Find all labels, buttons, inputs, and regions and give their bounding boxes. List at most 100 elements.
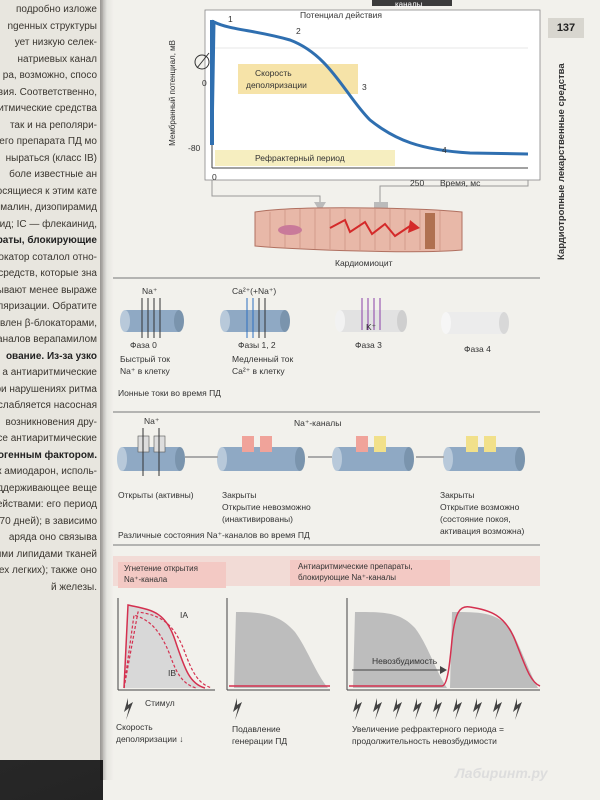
phase0-arrows	[141, 298, 161, 338]
phase0-ion: Na⁺	[142, 286, 158, 296]
cylinder-phase12	[220, 310, 290, 332]
left-text-line: средств, которые зна	[0, 268, 97, 279]
state1-label-1: Открыты (активны)	[118, 490, 194, 500]
box-inhibit	[118, 562, 226, 588]
speed-label-2: деполяризации ↓	[116, 734, 184, 744]
left-text-line: босящиеся к этим кате	[0, 185, 97, 197]
left-text-line: могенным фактором.	[0, 449, 97, 461]
phase4-label-1: Фаза 4	[464, 344, 491, 354]
ion-caption: Ионные токи во время ПД	[118, 388, 221, 398]
electrode-left	[314, 202, 326, 212]
nonexcit-label: Невозбудимость	[372, 656, 438, 666]
y-tick-minus80: -80	[188, 143, 201, 153]
panel2-area	[234, 612, 328, 688]
page-number: 137	[548, 18, 584, 38]
na-channels-label: Na⁺-каналы	[294, 418, 342, 428]
header-bar	[372, 0, 452, 6]
watermark: Лабиринт.ру	[455, 765, 548, 781]
y-tick-0: 0	[202, 78, 207, 88]
left-text-line: слабляется насосная	[0, 400, 97, 411]
panel3-curve	[349, 605, 541, 687]
left-text-line: боле известные ан	[9, 169, 97, 180]
left-text-line: каналов верапамилом	[0, 334, 97, 345]
channel-state-resting	[443, 436, 525, 471]
left-text-line: ех легких); также оно	[0, 565, 97, 576]
channel-caption: Различные состояния Na⁺-каналов во время…	[118, 530, 310, 540]
channel-state-inactivated	[217, 436, 305, 471]
excitation-arrow	[329, 218, 411, 238]
left-text-line: а антиаритмические	[2, 367, 97, 378]
suppr-label-2: генерации ПД	[232, 736, 288, 746]
box1-line2: Na⁺-канала	[124, 575, 168, 584]
stimulus-icon-1	[124, 698, 133, 720]
nonexcit-arrowhead	[440, 666, 447, 674]
left-text-line: -70 дней); в зависимо	[0, 515, 97, 527]
panel3-area-2	[450, 612, 538, 688]
left-text-line: блокатор соталол отно-	[0, 251, 97, 263]
box1-line1: Угнетение открытия	[124, 564, 198, 573]
x-axis-label: Время, мс	[440, 178, 481, 188]
left-text-line: его препарата ПД мо	[0, 136, 97, 147]
lead-left	[211, 180, 321, 202]
excitation-arrowhead	[408, 220, 420, 233]
channel-state-open	[117, 428, 185, 476]
left-text-line: так и на реполяри-	[9, 119, 97, 131]
state2-label-2: Открытие невозможно	[222, 502, 311, 512]
left-text-line: ходдерживающее веще	[0, 482, 97, 494]
panel1-curve-normal	[123, 604, 206, 689]
left-text-line: ует низкую селек-	[14, 37, 97, 48]
left-text-line: ляризации. Обратите	[0, 301, 97, 312]
left-text-line: подробно изложе	[15, 4, 97, 15]
left-text-line: при нарушениях ритма	[0, 383, 97, 395]
gauge-icon	[194, 54, 210, 70]
left-text-line: й железы.	[50, 581, 97, 593]
box2-line2: блокирующие Na⁺-каналы	[298, 573, 397, 582]
panel1-curve-ia	[123, 611, 213, 689]
refract-label-2: продолжительность невозбудимости	[352, 736, 497, 746]
chart-title: Потенциал действия	[300, 10, 382, 20]
refractory-box	[215, 150, 395, 166]
left-text-line: к амиодарон, исполь-	[0, 466, 97, 477]
state3-label-1: Закрыты	[440, 490, 475, 500]
phase-label-2: 2	[296, 26, 301, 36]
left-text-line: влен β-блокаторами,	[0, 317, 97, 329]
left-text-line: ействами: его период	[0, 499, 97, 510]
lead-right	[379, 180, 529, 202]
phase0-label-3: Na⁺ в клетку	[120, 366, 170, 376]
cardiomyocyte	[254, 207, 463, 253]
phase12-label-1: Фазы 1, 2	[238, 340, 276, 350]
left-text-line: ими липидами тканей	[0, 548, 97, 560]
panel1-curve-ib	[123, 614, 197, 689]
refractory-label: Рефрактерный период	[255, 153, 345, 163]
phase3-label-1: Фаза 3	[355, 340, 382, 350]
left-text-line: ствия. Соответственно,	[0, 86, 97, 98]
refract-label-1: Увеличение рефрактерного периода =	[352, 724, 504, 734]
cylinder-phase0	[120, 310, 184, 332]
cell-label: Кардиомиоцит	[335, 258, 393, 268]
label-ia: IA	[180, 610, 189, 620]
left-text-line: натриевых канал	[17, 53, 97, 65]
suppr-label-1: Подавление	[232, 724, 281, 734]
phase3-arrows	[361, 298, 381, 330]
box-drugs	[290, 560, 450, 586]
phase12-arrows	[246, 298, 266, 338]
left-text-line: аряда оно связыва	[8, 532, 97, 543]
state2-label-1: Закрыты	[222, 490, 257, 500]
panel1-area	[124, 605, 205, 688]
left-text-line: ра, возможно, спосо	[2, 70, 97, 81]
phase-label-1: 1	[228, 14, 233, 24]
left-text-line: ид; IC — флекаинид,	[0, 218, 97, 230]
na-label: Na⁺	[144, 416, 160, 426]
cylinder-phase4	[441, 312, 509, 334]
cell-nucleus	[278, 225, 302, 235]
book-gutter	[100, 0, 114, 780]
left-text-line: малин, дизопирамид	[0, 202, 97, 213]
stimulus-label: Стимул	[145, 698, 175, 708]
state3-label-4: активация возможна)	[440, 526, 525, 536]
header-cut-label: каналы	[395, 0, 423, 9]
left-text-line: ывают менее выраже	[0, 284, 97, 296]
label-ib: IB	[168, 668, 177, 678]
state3-label-2: Открытие возможно	[440, 502, 520, 512]
left-text-line: ngeнных структуры	[7, 20, 97, 32]
gauge-needle	[196, 52, 210, 69]
